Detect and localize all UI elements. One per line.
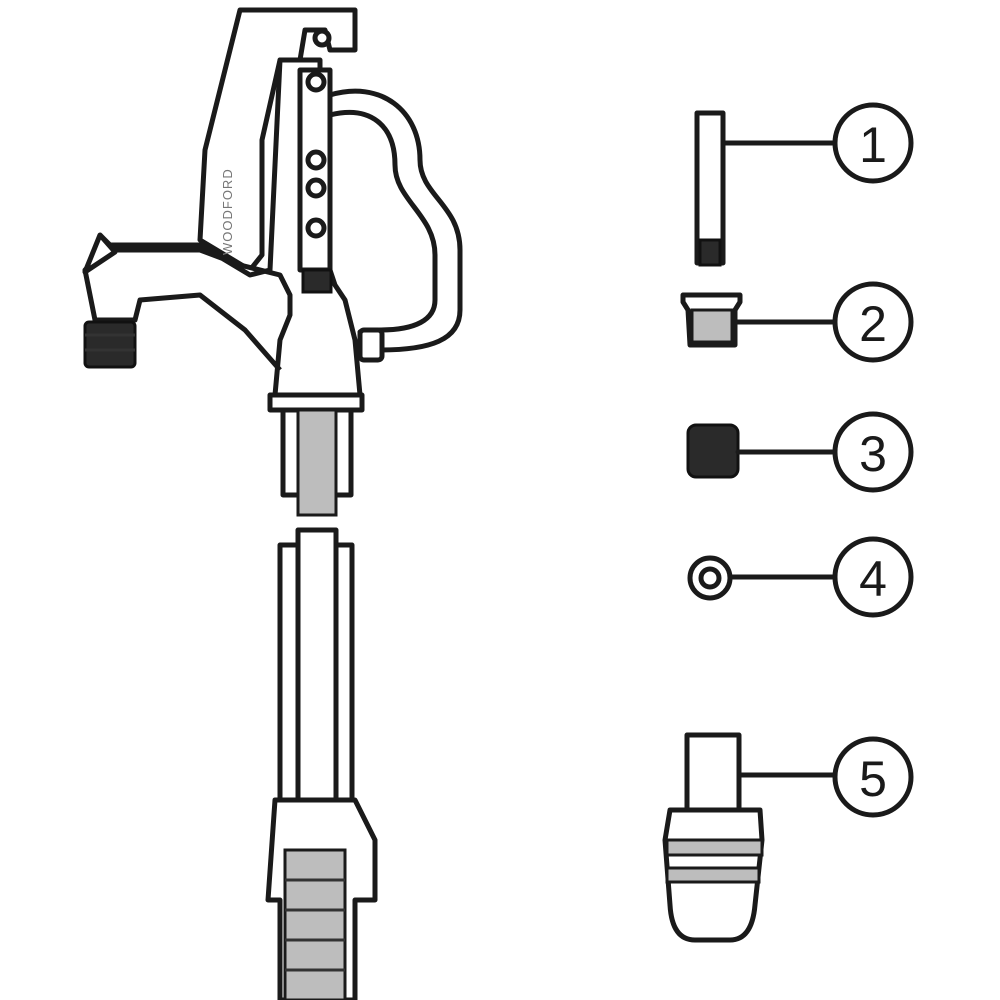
callout-1: 1 [832,102,914,184]
linkage-nut [301,268,333,294]
packing [686,423,740,479]
callout-number-5: 5 [859,751,887,807]
callout-5: 5 [832,736,914,818]
callout-number-1: 1 [859,117,887,173]
spout-tip [82,232,118,275]
callout-4: 4 [832,536,914,618]
hydrant-assembly: WOODFORD [82,7,463,1000]
callout-number-4: 4 [859,551,887,607]
part-4-washer [687,555,838,601]
handle-pin [312,28,332,48]
callout-number-3: 3 [859,426,887,482]
callout-number-2: 2 [859,296,887,352]
part-2-packing-nut [680,292,838,348]
callout-2: 2 [832,281,914,363]
plunger-stem [684,732,742,813]
part-1-operating-rod [694,110,838,267]
part-3-packing [686,423,838,479]
hose-thread [83,320,137,369]
handle-guard [327,88,463,353]
brand-lettering: WOODFORD [220,168,235,255]
part-5-plunger [662,732,838,943]
callout-3: 3 [832,411,914,493]
